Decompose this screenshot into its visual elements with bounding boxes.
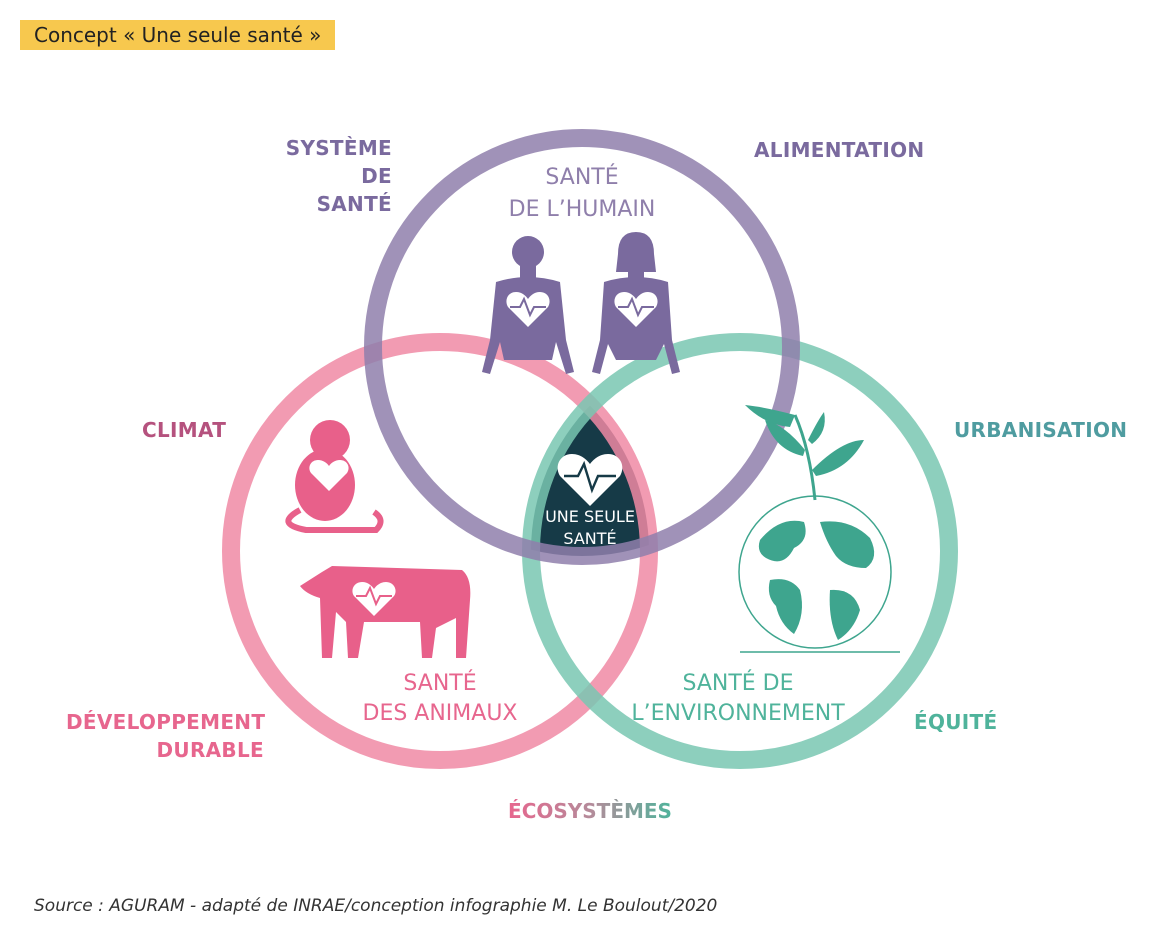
label-urbanisation: URBANISATION — [954, 418, 1128, 442]
label-climat: CLIMAT — [142, 418, 227, 442]
label-developpement-durable: DÉVELOPPEMENT DURABLE — [66, 708, 266, 764]
center-heart-icon — [557, 454, 623, 506]
label-systeme-line1: SYSTÈME DE — [285, 136, 392, 188]
label-systeme-de-sante: SYSTÈME DE SANTÉ — [250, 134, 392, 218]
label-ecosystemes: ÉCOSYSTÈMES — [508, 799, 672, 823]
label-developpement-line2: DURABLE — [156, 738, 264, 762]
page-title: Concept « Une seule santé » — [20, 20, 336, 50]
monkey-heart-icon — [285, 420, 384, 533]
environment-label-line1: SANTÉ DE — [682, 670, 793, 696]
label-equite: ÉQUITÉ — [914, 710, 998, 734]
source-caption: Source : AGURAM - adapté de INRAE/concep… — [34, 896, 718, 916]
cow-heart-icon — [300, 566, 471, 658]
human-label-line2: DE L’HUMAIN — [509, 197, 656, 222]
center-label-line1: UNE SEULE — [545, 507, 635, 526]
animals-label-line1: SANTÉ — [403, 670, 476, 696]
center-label-line2: SANTÉ — [563, 529, 616, 548]
man-heart-icon — [482, 236, 574, 374]
woman-heart-icon — [592, 232, 680, 374]
plant-globe-icon — [738, 405, 900, 653]
animals-label-line2: DES ANIMAUX — [363, 701, 518, 726]
human-label-line1: SANTÉ — [545, 164, 618, 190]
circle-human — [364, 129, 800, 565]
label-systeme-line2: SANTÉ — [316, 192, 392, 216]
environment-label-line2: L’ENVIRONNEMENT — [631, 701, 845, 726]
label-developpement-line1: DÉVELOPPEMENT — [66, 710, 266, 734]
label-alimentation: ALIMENTATION — [754, 138, 925, 162]
